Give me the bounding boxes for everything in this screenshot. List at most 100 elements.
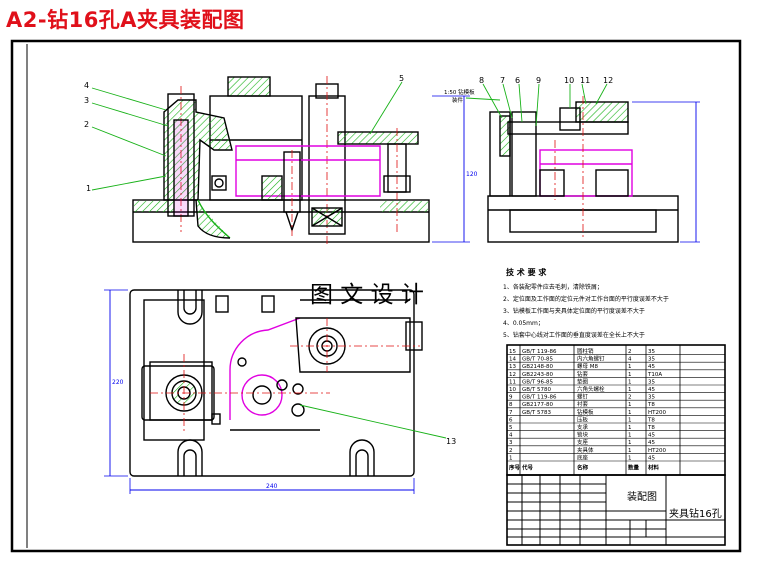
- parts-list-cell: 衬套: [577, 400, 589, 408]
- title-block-drawing-type: 装配图: [627, 490, 657, 503]
- side-note-line2: 装件: [452, 96, 464, 104]
- top-view: [129, 289, 423, 477]
- side-height-dimension: [632, 101, 700, 243]
- parts-list-cell: 12: [509, 372, 516, 378]
- front-base-hatch-right: [380, 201, 428, 212]
- parts-list-cell: 4: [628, 357, 632, 363]
- parts-list-cell: 11: [509, 379, 516, 385]
- front-callout-leaders: [91, 81, 403, 191]
- parts-list-cell: 1: [628, 379, 632, 385]
- parts-list-cell: 钻套: [577, 370, 589, 378]
- parts-list-cell: 1: [628, 410, 632, 416]
- parts-list-cell: 7: [509, 410, 513, 416]
- side-callout-labels: 8 7 6 9 10 11 12 1:50 钻模板 装件: [444, 76, 613, 104]
- parts-list-cell: 45: [648, 455, 655, 461]
- tech-requirements: 技 术 要 求 1、各装配零件应去毛刺，清除铁屑； 2、定位面及工作面的定位元件…: [503, 267, 669, 339]
- title-block: [506, 474, 726, 546]
- side-note-line1: 1:50 钻模板: [444, 88, 475, 96]
- front-workpiece: [235, 145, 381, 197]
- parts-list-cell: 1: [628, 448, 632, 454]
- parts-list-cell: 内六角螺钉: [577, 355, 605, 363]
- callout-9: 9: [536, 76, 541, 85]
- callout-3: 3: [84, 96, 89, 105]
- parts-list-cell: 5: [509, 425, 513, 431]
- parts-list-cell: 15: [509, 349, 516, 355]
- callout-12: 12: [603, 76, 613, 85]
- top-width-value: 240: [266, 483, 278, 490]
- callout-2: 2: [84, 120, 89, 129]
- parts-list-cell: 3: [509, 440, 513, 446]
- parts-list-cell: 1: [628, 455, 632, 461]
- parts-list-cell: 4: [509, 433, 513, 439]
- top-drill-plate: [295, 317, 411, 373]
- tech-item-5: 5、钻套中心线对工作面的垂直度误差在全长上不大于: [503, 331, 645, 339]
- side-drill-plate: [507, 121, 629, 135]
- top-workpiece: [229, 317, 301, 420]
- parts-list-cell: 35: [648, 379, 655, 385]
- parts-list-cell: 2: [509, 448, 513, 454]
- parts-list-cell: 35: [648, 395, 655, 401]
- parts-list-cell: GB/T 70-85: [522, 357, 553, 363]
- title-block-drawing-name: 夹具钻16孔: [669, 507, 722, 520]
- parts-list-cell: 钻模板: [577, 408, 594, 416]
- parts-list-cell: 六角头螺栓: [577, 385, 605, 393]
- parts-list-cell: 45: [648, 433, 655, 439]
- drawing-frame: [10, 39, 742, 553]
- parts-list-cell: 1: [628, 402, 632, 408]
- parts-list-cell: T8: [647, 402, 655, 408]
- parts-list-cell: GB2148-80: [522, 364, 554, 370]
- parts-list-cell: 35: [648, 357, 655, 363]
- callout-10: 10: [564, 76, 574, 85]
- callout-6: 6: [515, 76, 520, 85]
- parts-list-cell: 底座: [577, 453, 589, 461]
- parts-list-cell: HT200: [648, 410, 666, 416]
- parts-list-header-cell: 名称: [577, 464, 589, 472]
- parts-list-cell: 45: [648, 440, 655, 446]
- parts-list-header: 序号代号名称数量材料: [508, 464, 660, 472]
- parts-list-cell: T8: [647, 417, 655, 423]
- parts-list-cell: 1: [628, 364, 632, 370]
- front-drill-plate: [337, 131, 419, 145]
- front-height-dimension: 120: [463, 96, 478, 242]
- front-height-value: 120: [466, 171, 478, 178]
- parts-list-cell: 压板: [577, 415, 589, 423]
- parts-list-cell: GB/T 96-85: [522, 379, 553, 385]
- parts-list-cell: 夹具体: [577, 446, 594, 454]
- parts-list-cell: 1: [628, 372, 632, 378]
- side-callout-leaders: [465, 83, 608, 127]
- parts-list-cell: 1: [628, 417, 632, 423]
- tech-heading: 技 术 要 求: [506, 267, 547, 277]
- parts-list-cell: 45: [648, 364, 655, 370]
- callout-4: 4: [84, 81, 89, 90]
- top-base-outline: [129, 289, 415, 477]
- parts-list-cell: 螺钉: [577, 393, 589, 401]
- callout-13: 13: [446, 437, 456, 446]
- parts-list-cell: GB/T 119-86: [522, 349, 557, 355]
- parts-list-cell: 1: [628, 387, 632, 393]
- top-dimensions: 220 240: [104, 289, 415, 494]
- callout-1: 1: [86, 184, 91, 193]
- parts-list-cell: 支承: [577, 423, 589, 431]
- parts-list-cell: 10: [509, 387, 516, 393]
- tech-item-3: 3、钻模板工作面与夹具体定位面的平行度误差不大于: [503, 307, 645, 315]
- side-column: [511, 111, 537, 197]
- parts-list-cell: 2: [628, 349, 632, 355]
- parts-list-cell: 45: [648, 387, 655, 393]
- parts-list-cell: 2: [628, 395, 632, 401]
- tech-item-2: 2、定位面及工作面的定位元件对工作台面的平行度误差不大于: [503, 295, 669, 303]
- tech-item-4: 4、0.05mm；: [503, 320, 544, 327]
- parts-list-cell: 13: [509, 364, 516, 370]
